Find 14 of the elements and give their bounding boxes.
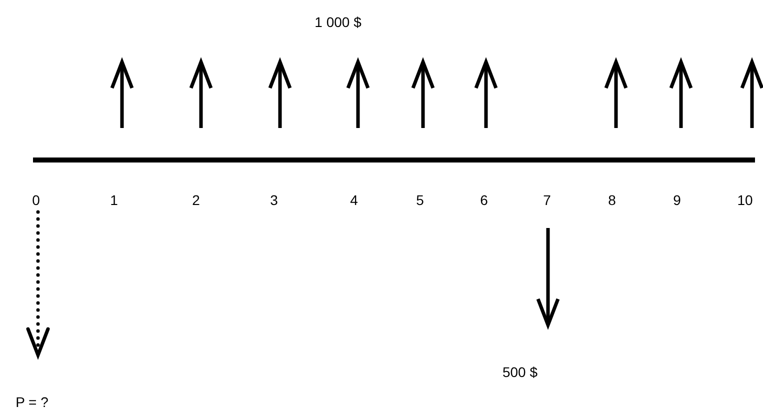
period-number: 3 [270,192,278,208]
period-number: 4 [350,192,358,208]
period-number: 8 [608,192,616,208]
period-number: 1 [110,192,118,208]
period-number: 10 [737,192,753,208]
period-number: 5 [416,192,424,208]
amount-label: 1 000 $ [314,14,362,30]
period-number: 6 [480,192,488,208]
period-number: 2 [192,192,200,208]
amount-label: 500 $ [502,364,538,380]
period-number: 7 [543,192,551,208]
period-number: 9 [673,192,681,208]
period-number: 0 [32,192,40,208]
unknown-value-label: P = ? [16,394,48,410]
